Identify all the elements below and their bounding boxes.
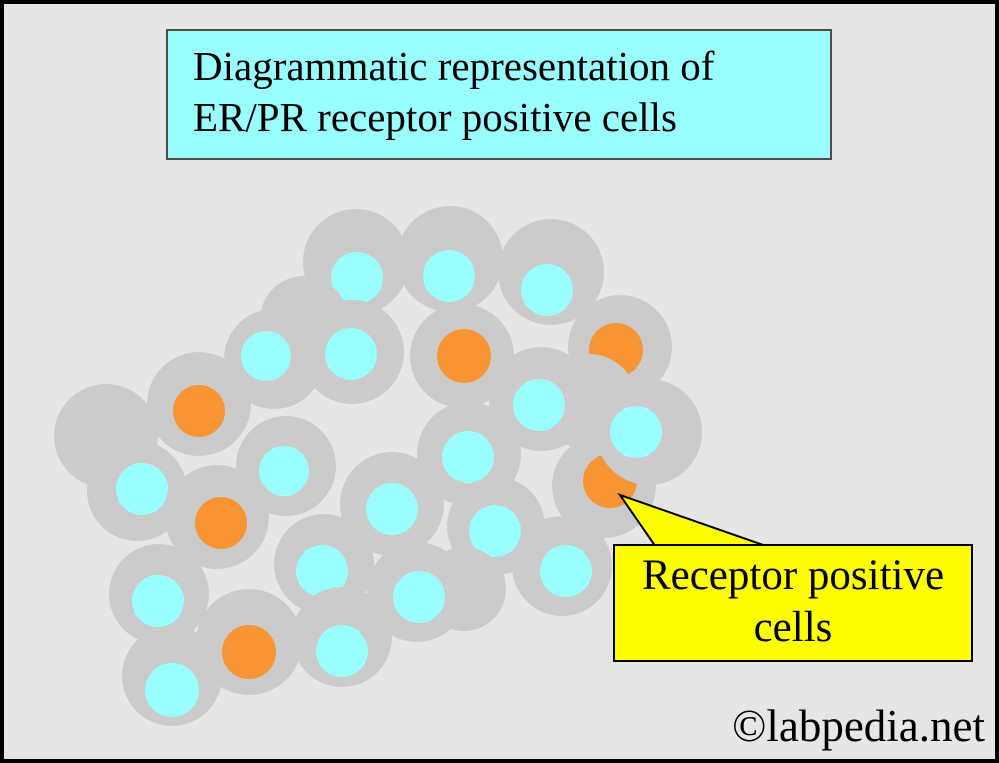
cell-nucleus-negative xyxy=(393,571,445,623)
cell-nucleus-positive xyxy=(173,385,225,437)
cell-nucleus-negative xyxy=(442,431,494,483)
title-line1: Diagrammatic representation of xyxy=(193,43,715,89)
cell-nucleus-negative xyxy=(513,379,565,431)
cell-cluster xyxy=(54,206,787,726)
cell-nucleus-positive xyxy=(195,497,247,549)
cell-nucleus-negative xyxy=(423,250,475,302)
cell-nucleus-negative xyxy=(241,331,291,381)
cell-nucleus-negative xyxy=(296,545,348,597)
callout-line1: Receptor positive xyxy=(641,552,945,599)
cell-nucleus-negative xyxy=(132,575,184,627)
cell-nucleus-negative xyxy=(316,625,368,677)
cell-nucleus-negative xyxy=(366,483,418,535)
cell-nucleus-negative xyxy=(145,663,199,717)
cell-nucleus-negative xyxy=(521,264,573,316)
cell-nucleus-positive xyxy=(437,329,491,383)
cell-nucleus-negative xyxy=(331,252,383,304)
receptor-positive-callout: Receptor positive cells xyxy=(613,544,973,662)
title-box: Diagrammatic representation of ER/PR rec… xyxy=(166,29,832,160)
cell-nucleus-negative xyxy=(540,545,592,597)
cell-nucleus-negative xyxy=(469,505,521,557)
title-line2: ER/PR receptor positive cells xyxy=(193,94,677,140)
cell-nucleus-negative xyxy=(116,463,168,515)
callout-line2: cells xyxy=(753,604,833,651)
watermark: ©labpedia.net xyxy=(732,701,985,751)
cell-nucleus-negative xyxy=(610,406,662,458)
cell-nucleus-negative xyxy=(325,328,377,380)
cell-nucleus-negative xyxy=(259,446,309,496)
cell-nucleus-positive xyxy=(222,625,276,679)
